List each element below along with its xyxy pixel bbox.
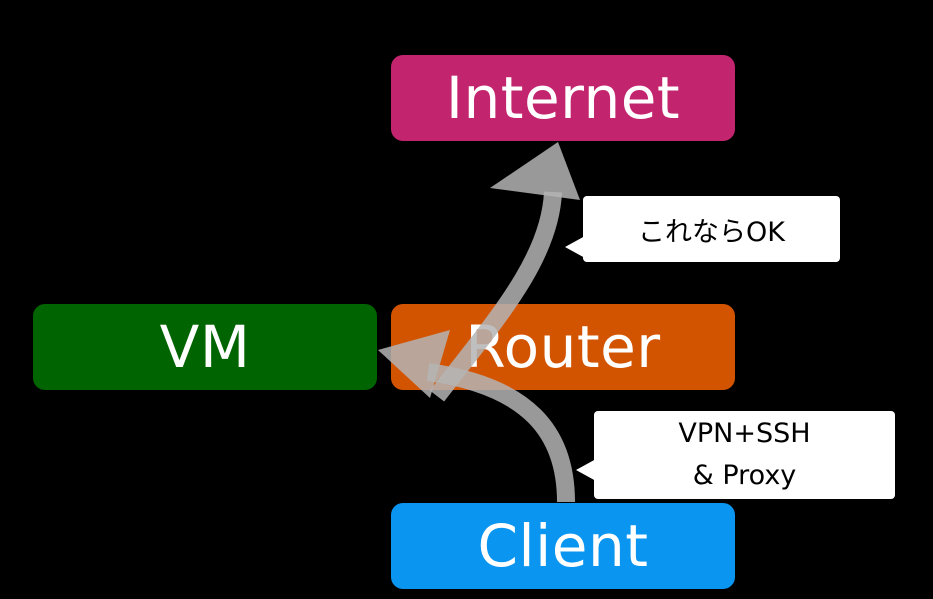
ok-callout-text: これならOK [638,216,785,248]
vm-to-internet-arrow-shaft [429,191,562,402]
vm-label: VM [159,313,251,381]
vpn-callout-line2: & Proxy [692,460,797,491]
client-to-vm-arrowhead [378,330,450,398]
ok-callout-pointer [565,236,585,258]
client-label: Client [477,512,649,580]
vpn-callout: VPN+SSH & Proxy [594,411,895,499]
client-to-vm-arrow-shaft [426,363,575,503]
ok-callout: これならOK [583,196,840,262]
client-node: Client [391,503,735,589]
internet-node: Internet [391,55,735,141]
internet-label: Internet [445,64,681,132]
vpn-callout-pointer [576,459,596,481]
vpn-callout-line1: VPN+SSH [678,418,811,449]
vm-node: VM [33,304,377,390]
vm-to-internet-arrowhead [490,142,580,200]
